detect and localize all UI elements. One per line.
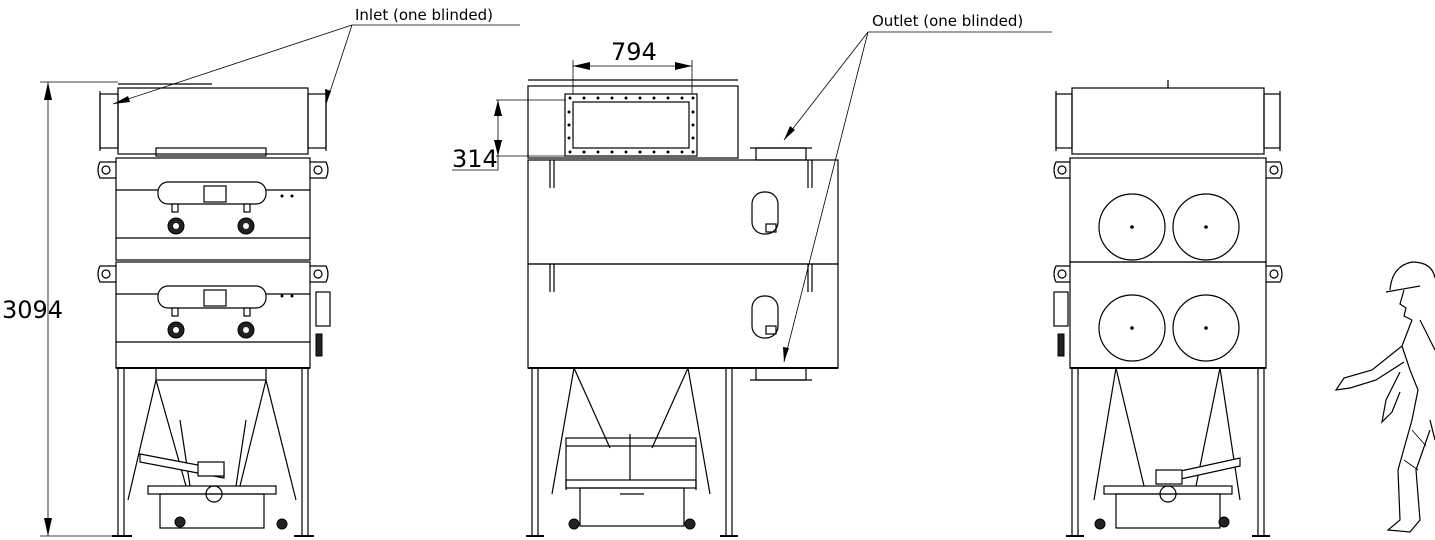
front-view [40, 24, 520, 537]
height-dimension: 3094 [2, 296, 63, 324]
human-scale-figure [1334, 261, 1435, 533]
outlet-height-dimension: 314 [452, 145, 498, 173]
side-view [452, 31, 1052, 537]
outlet-callout: Outlet (one blinded) [872, 12, 1023, 30]
rear-view [1053, 80, 1283, 537]
inlet-callout: Inlet (one blinded) [355, 6, 493, 24]
outlet-width-dimension: 794 [611, 38, 657, 66]
